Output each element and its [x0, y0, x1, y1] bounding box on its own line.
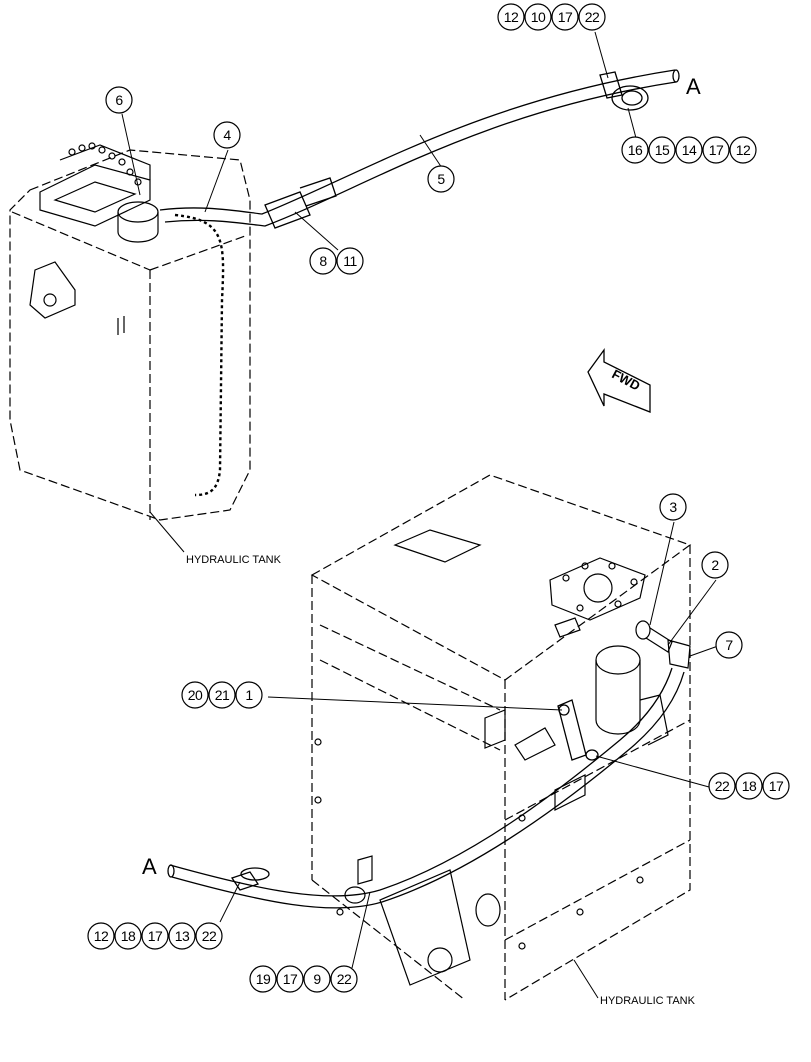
callout-number: 7: [725, 637, 733, 653]
callout-c3: 3: [659, 493, 687, 521]
callout-number: 14: [682, 142, 697, 158]
callout-number: 12: [736, 142, 751, 158]
callout-number: 9: [313, 971, 321, 987]
callout-bubble: [701, 551, 729, 579]
callout-bubble: [208, 681, 236, 709]
callout-bubble: [181, 681, 209, 709]
callout-bubble: [213, 121, 241, 149]
callout-c20-21-1: 20 21 1: [181, 681, 263, 709]
callout-c19-17-9-22: 19 17 9 22: [249, 965, 358, 993]
callout-bubble: [168, 922, 196, 950]
callout-number: 5: [437, 171, 445, 187]
callout-number: 10: [531, 9, 546, 25]
callout-number: 16: [628, 142, 643, 158]
callout-bubble: [427, 165, 455, 193]
callout-bubble: [729, 136, 757, 164]
callout-bubble: [551, 3, 579, 31]
callout-bubble: [715, 631, 743, 659]
callout-number: 12: [504, 9, 519, 25]
callout-c8-11: 8 11: [309, 247, 364, 275]
callout-bubble: [702, 136, 730, 164]
label-hydraulic-tank-bottom: HYDRAULIC TANK: [600, 995, 696, 1007]
callout-number: 17: [283, 971, 298, 987]
callout-bubble: [235, 681, 263, 709]
callout-number: 8: [319, 253, 327, 269]
callout-bubble: [524, 3, 552, 31]
callout-bubble: [648, 136, 676, 164]
callout-number: 18: [121, 928, 136, 944]
callout-number: 12: [94, 928, 109, 944]
callout-number: 15: [655, 142, 670, 158]
callout-number: 6: [115, 92, 123, 108]
callout-number: 11: [343, 253, 357, 269]
callout-bubble: [497, 3, 525, 31]
callout-bubble: [249, 965, 277, 993]
callout-c4: 4: [213, 121, 241, 149]
top-hose-assembly: [159, 69, 680, 229]
ref-a-top: A: [686, 74, 701, 99]
callout-bubble: [330, 965, 358, 993]
callout-number: 13: [175, 928, 190, 944]
fwd-label: FWD: [610, 366, 643, 393]
callout-bubble: [105, 86, 133, 114]
callout-bubble: [762, 772, 790, 800]
ref-a-bottom: A: [142, 854, 157, 879]
callout-bubble: [735, 772, 763, 800]
callout-bubble: [336, 247, 364, 275]
callout-bubble: [708, 772, 736, 800]
callout-bubble: [675, 136, 703, 164]
callout-number: 3: [669, 499, 677, 515]
callout-number: 18: [742, 778, 757, 794]
fwd-arrow: FWD: [587, 348, 651, 413]
callout-bubble: [309, 247, 337, 275]
callout-number: 19: [256, 971, 271, 987]
callout-number: 17: [558, 9, 573, 25]
leader-lines: [121, 31, 719, 999]
callout-number: 17: [148, 928, 163, 944]
callout-bubble: [141, 922, 169, 950]
callout-bubble: [114, 922, 142, 950]
callout-number: 22: [585, 9, 600, 25]
callout-number: 1: [245, 687, 253, 703]
callout-c-top-clamp: 12 10 17 22: [497, 3, 606, 31]
top-hydraulic-tank: [9, 149, 251, 521]
callout-number: 4: [223, 127, 231, 143]
callout-number: 21: [215, 687, 230, 703]
callout-bubble: [659, 493, 687, 521]
callout-number: 22: [202, 928, 217, 944]
callout-c5: 5: [427, 165, 455, 193]
callout-bubble: [195, 922, 223, 950]
bottom-hydraulic-tank: [310, 474, 692, 1001]
callout-bubble: [303, 965, 331, 993]
callout-number: 17: [769, 778, 784, 794]
callout-c-clamp-parts: 16 15 14 17 12: [621, 136, 757, 164]
callout-number: 22: [337, 971, 352, 987]
callout-bubble: [87, 922, 115, 950]
callout-number: 20: [188, 687, 203, 703]
callout-number: 17: [709, 142, 724, 158]
callout-c7: 7: [715, 631, 743, 659]
callout-number: 2: [711, 557, 719, 573]
callout-bubble: [621, 136, 649, 164]
label-hydraulic-tank-top: HYDRAULIC TANK: [186, 554, 282, 566]
callout-c2: 2: [701, 551, 729, 579]
callout-number: 22: [715, 778, 730, 794]
callout-bubble: [578, 3, 606, 31]
callout-c22-18-17: 22 18 17: [708, 772, 790, 800]
callout-bubble: [276, 965, 304, 993]
callout-c6: 6: [105, 86, 133, 114]
callout-c-bottom-clamp: 12 18 17 13 22: [87, 922, 223, 950]
bottom-tank-details: [314, 529, 691, 986]
top-tank-details: [29, 142, 225, 497]
bottom-hose-assembly: [167, 667, 685, 909]
